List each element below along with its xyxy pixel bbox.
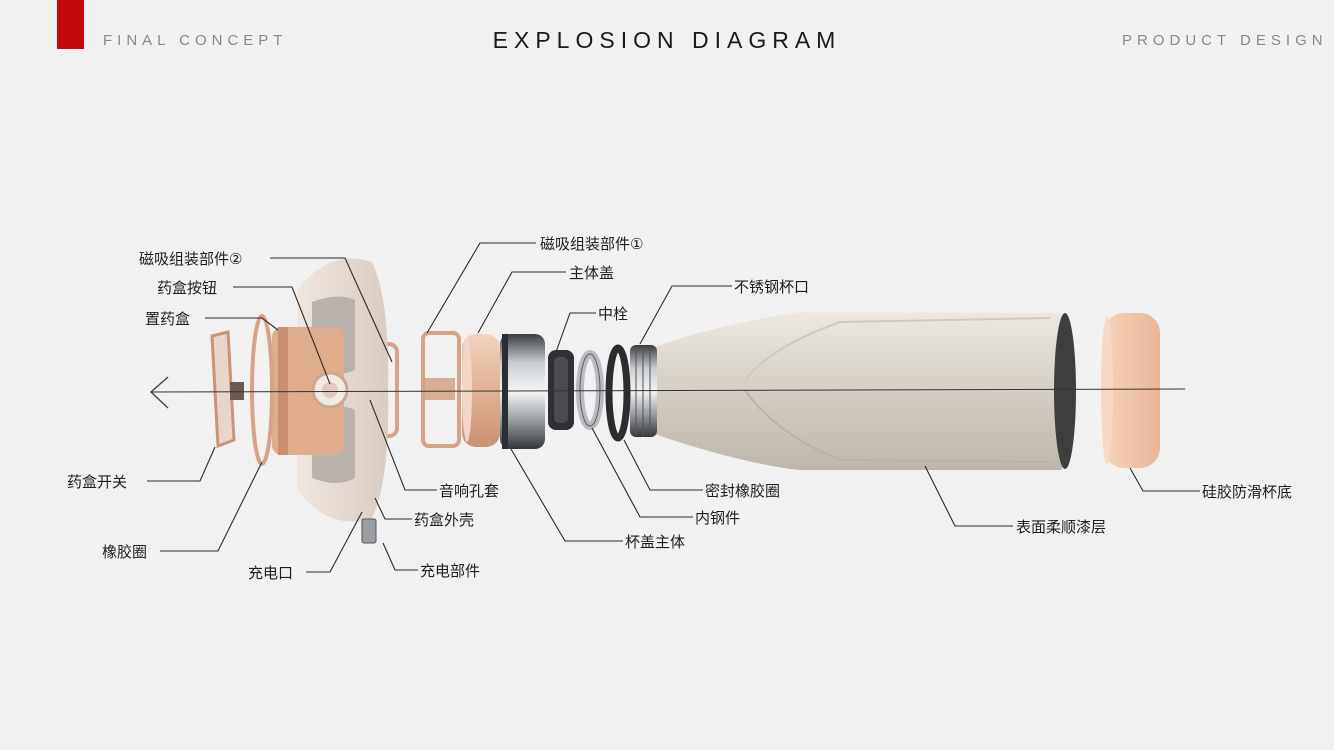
rubber-ring [250,314,274,466]
label-charging-port: 充电口 [248,564,294,582]
label-magnet-assembly-1: 磁吸组装部件① [540,235,644,253]
leader-lines [147,242,1200,573]
silicone-base [1101,313,1160,468]
label-silicone-base: 硅胶防滑杯底 [1202,483,1293,501]
charging-part [361,518,377,544]
label-pill-box-holder: 置药盒 [145,310,191,328]
label-stainless-cup-mouth: 不锈钢杯口 [734,278,810,296]
label-main-cover: 主体盖 [569,264,615,282]
magnet-assembly-1 [421,331,461,448]
label-pill-box-switch: 药盒开关 [67,473,128,491]
label-rubber-ring: 橡胶圈 [102,543,148,561]
label-speaker-hole-cover: 音响孔套 [439,482,500,500]
middle-plug [548,350,574,430]
header-final-concept: FINAL CONCEPT [103,32,288,49]
cup-lid-body [500,334,545,449]
label-pill-box-button: 药盒按钮 [157,279,218,297]
label-pill-box-shell: 药盒外壳 [414,511,475,529]
pill-box-switch [210,330,244,449]
pill-box-holder [272,327,344,455]
bottle-body [655,312,1076,470]
pill-box-button [311,371,349,409]
label-inner-steel-part: 内钢件 [695,509,741,527]
seal-rubber-ring [605,344,631,442]
label-cup-lid-body: 杯盖主体 [625,533,686,551]
label-magnet-assembly-2: 磁吸组装部件② [139,250,243,268]
inner-steel-part [576,350,604,430]
page-title: EXPLOSION DIAGRAM [492,27,842,53]
label-middle-plug: 中栓 [598,305,629,323]
axis-line [149,388,1186,393]
axis-arrow-icon [149,376,169,409]
accent-bar [57,0,84,49]
label-smooth-surface-coating: 表面柔顺漆层 [1016,518,1107,536]
main-cover [462,334,500,447]
label-seal-rubber-ring: 密封橡胶圈 [705,482,781,500]
label-charging-part: 充电部件 [420,562,481,580]
header-product-design: PRODUCT DESIGN [1122,32,1328,49]
